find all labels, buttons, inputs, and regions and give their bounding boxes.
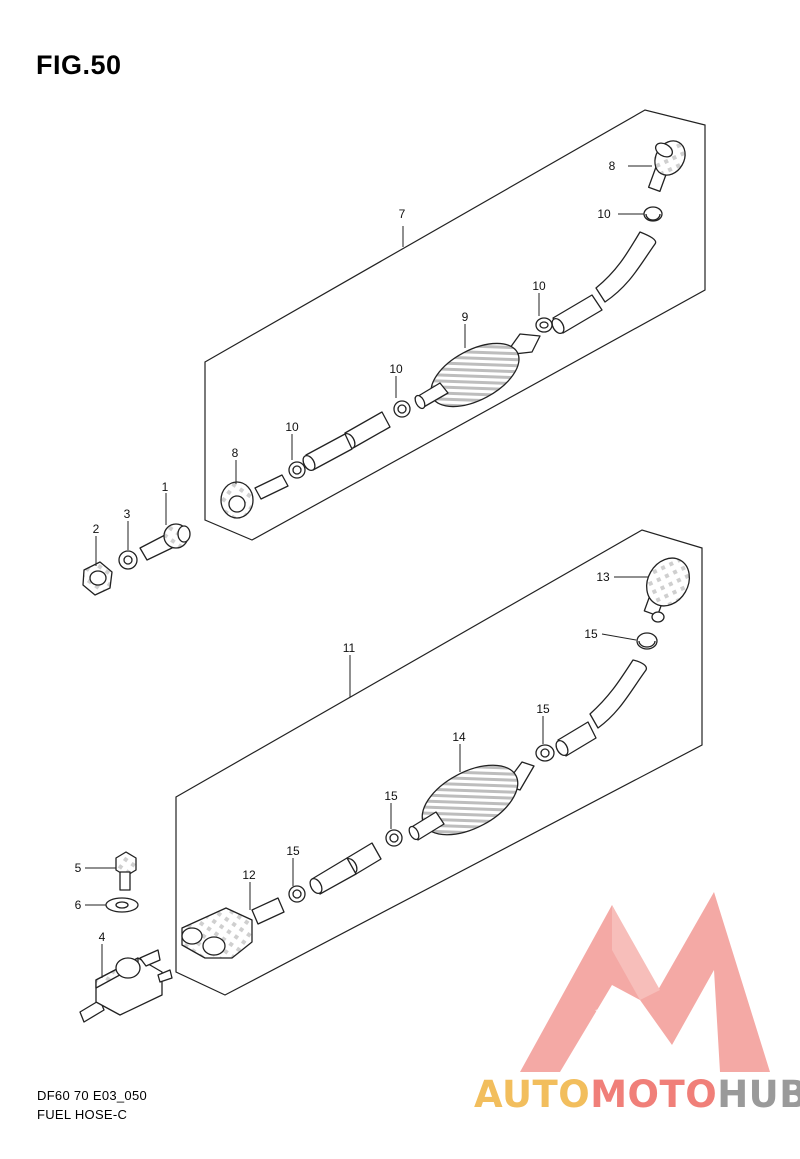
callout-6: 6 (75, 898, 82, 912)
part-8-connector-top (647, 140, 686, 193)
part-10-clamp-top (643, 206, 663, 222)
watermark-wordmark: AUTOMOTOHUB (474, 1073, 800, 1116)
hose-lower-straight (555, 721, 597, 757)
callout-14: 14 (452, 730, 466, 744)
group-box-11 (175, 529, 703, 996)
logo-inner-facet (612, 905, 660, 1000)
part-1-fitting (139, 523, 191, 561)
part-6-washer (105, 897, 139, 913)
part-15-clamp-c (288, 885, 306, 903)
callout-1: 1 (162, 480, 169, 494)
part-9-primer-bulb (414, 333, 541, 410)
callout-3: 3 (124, 507, 131, 521)
part-13-connector-top (643, 557, 691, 623)
part-10-clamp-b (393, 400, 411, 418)
callout-11: 11 (343, 641, 356, 655)
callout-2: 2 (93, 522, 100, 536)
group-box-7 (204, 109, 706, 541)
callout-15-b: 15 (384, 789, 398, 803)
part-10-clamp-a (535, 317, 553, 333)
hose-upper-lower-straight (302, 411, 391, 472)
footer-code: DF60 70 E03_050 (37, 1088, 148, 1103)
callout-15-top: 15 (584, 627, 598, 641)
callout-4: 4 (99, 930, 106, 944)
leader-lines (85, 165, 652, 978)
callout-15-a: 15 (536, 702, 550, 716)
watermark-logo-icon (520, 892, 770, 1072)
footer-name: FUEL HOSE-C (37, 1107, 128, 1122)
part-3-washer (118, 550, 138, 570)
callout-7: 7 (399, 207, 406, 221)
hose-upper-curved (595, 231, 657, 303)
wordmark-moto: MOTO (590, 1073, 718, 1116)
callout-10-top: 10 (597, 207, 611, 221)
part-15-clamp-b (385, 829, 403, 847)
callout-10-a: 10 (532, 279, 546, 293)
callout-9: 9 (462, 310, 469, 324)
callout-10-b: 10 (389, 362, 403, 376)
callout-13: 13 (596, 570, 610, 584)
callout-5: 5 (75, 861, 82, 875)
hose-lower-curved (589, 659, 648, 729)
part-14-primer-bulb (408, 761, 535, 841)
part-12-connector-bottom (181, 897, 285, 959)
part-15-clamp-top (636, 632, 658, 650)
logo-cutout (595, 1000, 655, 1040)
callout-8-bottom: 8 (232, 446, 239, 460)
part-8-connector-bottom (220, 474, 289, 519)
callout-10-c: 10 (285, 420, 299, 434)
part-2-nut (82, 561, 113, 596)
part-4-valve (79, 949, 173, 1023)
part-10-clamp-c (288, 461, 306, 479)
wordmark-hub: HUB (717, 1073, 800, 1116)
part-15-clamp-a (535, 744, 555, 762)
wordmark-auto: AUTO (474, 1073, 591, 1116)
callout-12: 12 (242, 868, 256, 882)
hose-upper-straight (551, 294, 603, 335)
figure-title: FIG.50 (36, 50, 122, 80)
hose-lower-lower-straight (309, 842, 382, 895)
callout-8-top: 8 (609, 159, 616, 173)
part-5-bolt (115, 851, 137, 891)
callout-15-c: 15 (286, 844, 300, 858)
